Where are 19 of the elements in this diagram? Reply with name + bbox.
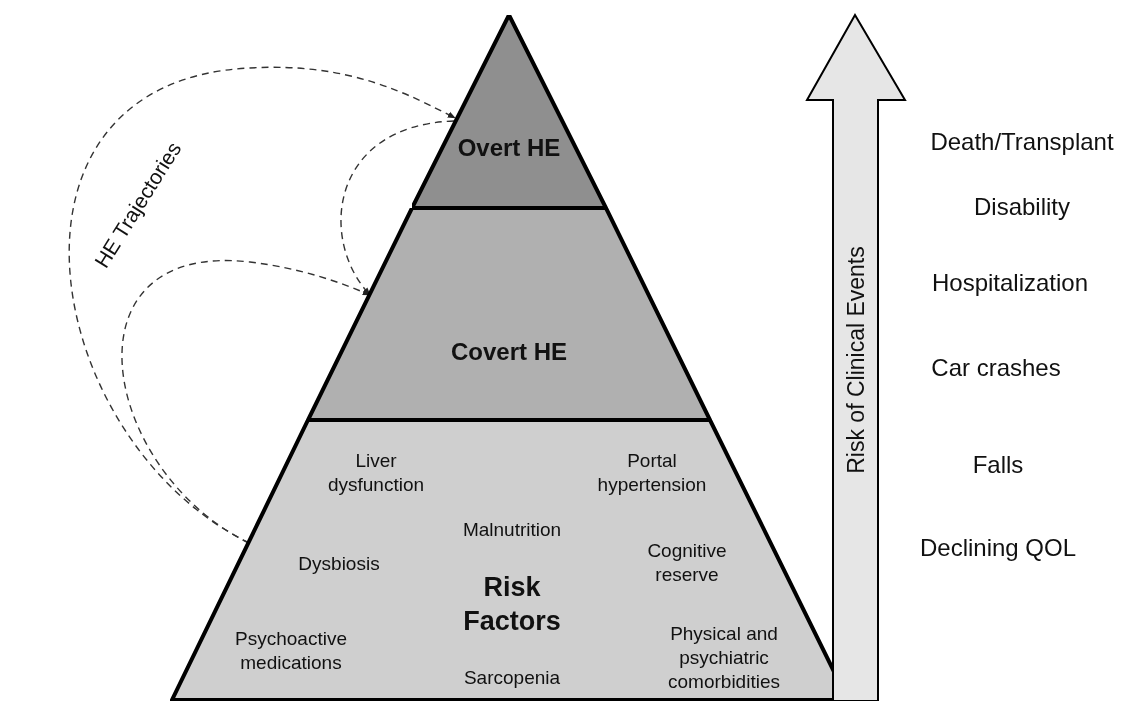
outcome-label: Disability [974, 193, 1070, 221]
outcome-label: Hospitalization [931, 269, 1089, 297]
axis-title: Risk of Clinical Events [841, 246, 870, 474]
risk-factor-text: Dysbiosis [297, 552, 381, 576]
outcome-label: Death/Transplant [930, 128, 1114, 156]
risk-factor-text: Physical and psychiatric comorbidities [667, 622, 781, 694]
risk-factor-text: Psychoactive medications [234, 627, 348, 675]
outcome-label: Car crashes [931, 354, 1061, 382]
risk-factor-text: Cognitive reserve [646, 539, 728, 587]
dashed-arrow [340, 120, 455, 296]
stage-label: Covert HE [450, 337, 568, 367]
risk-factor-text: Sarcopenia [462, 666, 562, 690]
outcome-label: Declining QOL [919, 534, 1077, 562]
risk-factor-text: Liver dysfunction [326, 449, 426, 497]
stage-label: Overt HE [456, 133, 562, 163]
risk-factor-text: Portal hypertension [596, 449, 708, 497]
risk-factor-text: Malnutrition [461, 518, 563, 542]
outcome-label: Falls [972, 451, 1024, 479]
risk-factor-text: Risk Factors [462, 571, 562, 638]
